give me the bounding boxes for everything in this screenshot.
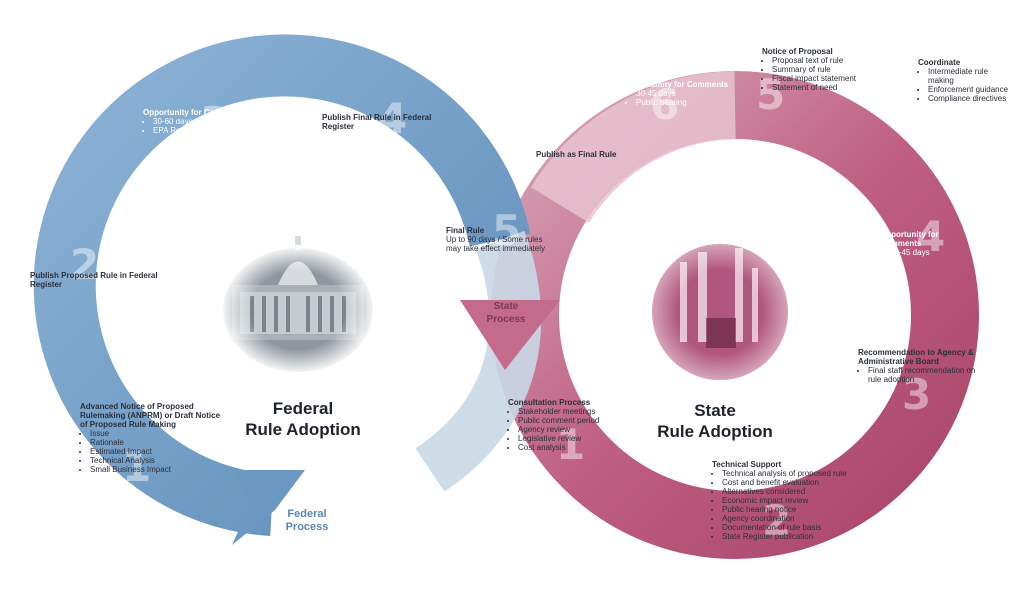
list-item: Intermediate rule making xyxy=(928,67,1010,85)
federal-step3-heading: Opportunity for Comments xyxy=(143,108,246,117)
state-step-number-4: 4 xyxy=(916,212,946,261)
state-building-image xyxy=(650,242,790,382)
state-step2-text: Technical Support Technical analysis of … xyxy=(712,460,892,541)
state-step-number-2: 2 xyxy=(762,496,792,545)
list-item: Issue xyxy=(90,429,220,438)
federal-step-number-4: 4 xyxy=(378,94,408,143)
state-process-label: State Process xyxy=(478,300,534,326)
list-item: Small Business Impact xyxy=(90,465,220,474)
federal-step2-text: Publish Proposed Rule in Federal Registe… xyxy=(30,271,170,289)
list-item: 30-45 days xyxy=(890,248,980,257)
state-step-number-1: 1 xyxy=(556,420,586,469)
list-item: Technical analysis of proposed rule xyxy=(722,469,892,478)
state-step6-text: Opportunity for Comments 30-45 days Publ… xyxy=(626,80,730,107)
list-item: Statement of need xyxy=(772,83,902,92)
state-process-line2: Process xyxy=(486,314,526,325)
state-step-number-6: 6 xyxy=(650,80,680,129)
list-item: Cost analysis xyxy=(518,443,638,452)
federal-title: Federal Rule Adoption xyxy=(228,398,378,440)
state-title-line2: Rule Adoption xyxy=(657,422,773,441)
coordinate-heading: Coordinate xyxy=(918,58,961,67)
federal-step2-heading: Publish Proposed Rule in Federal Registe… xyxy=(30,271,158,289)
list-item: 30-60 days xyxy=(153,117,258,126)
list-item: Legislative review xyxy=(518,434,638,443)
state-title: State Rule Adoption xyxy=(640,400,790,442)
list-item: Stakeholder meetings xyxy=(518,407,638,416)
federal-step5-heading: Final Rule xyxy=(446,226,485,235)
state-step7-text: Publish as Final Rule xyxy=(536,150,626,159)
federal-title-line2: Rule Adoption xyxy=(245,420,361,439)
list-item: Documentation of rule basis xyxy=(722,523,892,532)
list-item: 30-45 days xyxy=(636,89,730,98)
list-item: Economic impact review xyxy=(722,496,892,505)
list-item: Alternatives considered xyxy=(722,487,892,496)
list-item: Agency coordination xyxy=(722,514,892,523)
state-step3-text: Recommendation to Agency & Administrativ… xyxy=(858,348,988,384)
list-item: Public comment period xyxy=(518,416,638,425)
list-item: Summary of rule xyxy=(772,65,902,74)
federal-step-number-2: 2 xyxy=(70,240,100,289)
list-item: EPA Review xyxy=(153,126,258,135)
list-item: Proposal text of rule xyxy=(772,56,902,65)
federal-step1-text: Advanced Notice of Proposed Rulemaking (… xyxy=(80,402,220,474)
federal-step4-text: Publish Final Rule in Federal Register xyxy=(322,113,432,131)
state-step1-text: Consultation Process Stakeholder meeting… xyxy=(508,398,638,452)
federal-process-label: Federal Process xyxy=(272,508,342,534)
federal-step-number-3: 3 xyxy=(200,98,230,147)
federal-title-line1: Federal xyxy=(272,399,334,418)
list-item: Public hearing notice xyxy=(722,505,892,514)
federal-step5-text: Final Rule Up to 90 days / Some rules ma… xyxy=(446,226,558,253)
state-step4-heading: Opportunity for Comments xyxy=(880,230,939,248)
state-step5-heading: Notice of Proposal xyxy=(762,47,833,56)
state-process-line1: State xyxy=(493,301,519,312)
list-item: Estimated Impact xyxy=(90,447,220,456)
list-item: Compliance directives xyxy=(928,94,1010,103)
federal-step1-heading: Advanced Notice of Proposed Rulemaking (… xyxy=(80,402,221,429)
state-step3-heading: Recommendation to Agency & Administrativ… xyxy=(858,348,974,366)
coordinate-text: Coordinate Intermediate rule making Enfo… xyxy=(918,58,1010,103)
state-step2-heading: Technical Support xyxy=(712,460,782,469)
list-item: Agency review xyxy=(518,425,638,434)
federal-process-line2: Process xyxy=(285,521,329,533)
state-step4-text: Opportunity for Comments 30-45 days xyxy=(880,230,980,257)
federal-step-number-5: 5 xyxy=(492,206,522,255)
state-process-arrow xyxy=(460,300,560,370)
state-step-number-5: 5 xyxy=(756,70,786,119)
federal-step-number-1: 1 xyxy=(122,442,152,491)
state-step6-heading: Opportunity for Comments xyxy=(626,80,729,89)
list-item: Final staff recommendation on rule adopt… xyxy=(868,366,988,384)
federal-step5-body: Up to 90 days / Some rules may take effe… xyxy=(446,235,546,253)
federal-step3-text: Opportunity for Comments 30-60 days EPA … xyxy=(143,108,258,135)
list-item: Enforcement guidance xyxy=(928,85,1010,94)
list-item: State Register publication xyxy=(722,532,892,541)
list-item: Cost and benefit evaluation xyxy=(722,478,892,487)
state-step7-heading: Publish as Final Rule xyxy=(536,150,617,159)
state-step-number-3: 3 xyxy=(902,370,932,419)
state-step1-heading: Consultation Process xyxy=(508,398,591,407)
capitol-image xyxy=(220,236,376,375)
list-item: Fiscal impact statement xyxy=(772,74,902,83)
federal-step4-heading: Publish Final Rule in Federal Register xyxy=(322,113,432,131)
list-item: Rationale xyxy=(90,438,220,447)
state-title-line1: State xyxy=(694,401,736,420)
state-step5-text: Notice of Proposal Proposal text of rule… xyxy=(762,47,902,92)
list-item: Public hearing xyxy=(636,98,730,107)
list-item: Technical Analysis xyxy=(90,456,220,465)
federal-process-line1: Federal xyxy=(287,508,327,520)
